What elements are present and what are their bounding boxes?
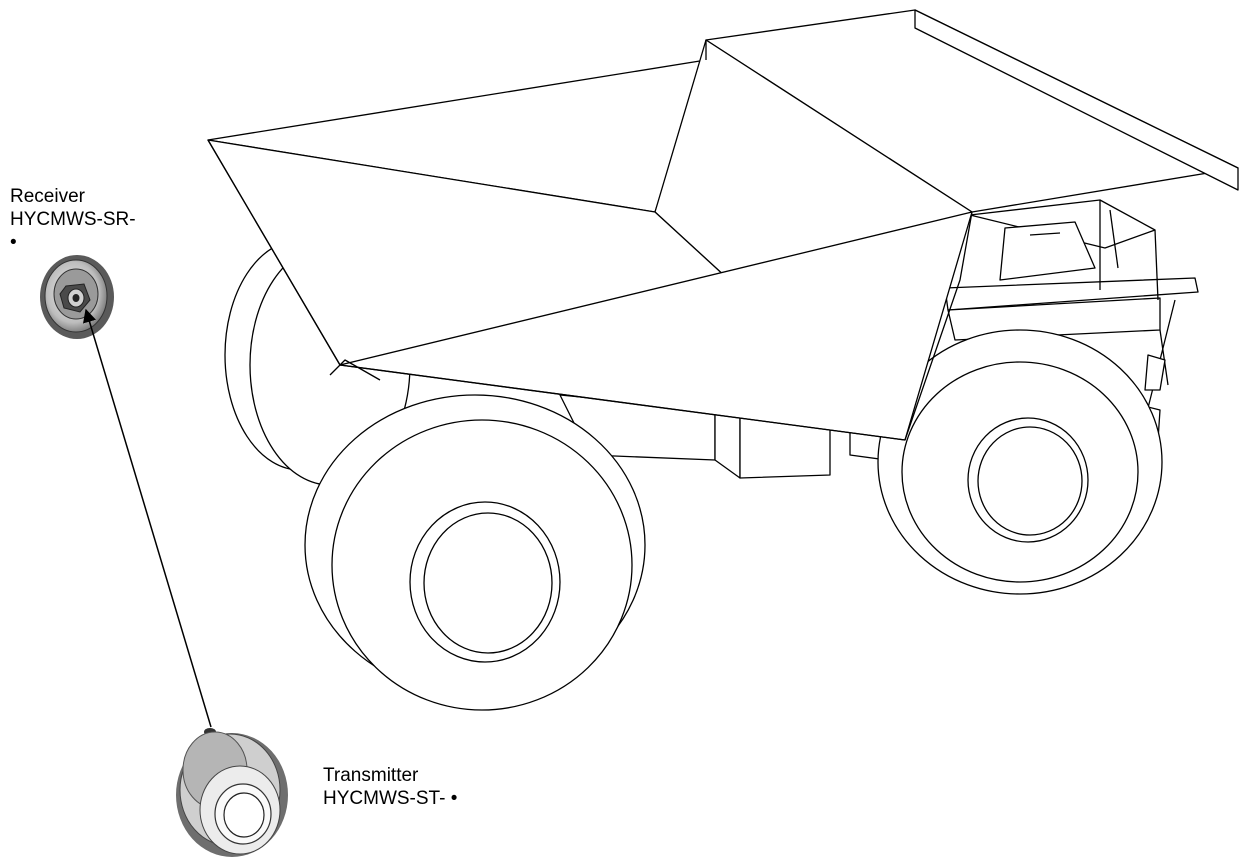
receiver-label: Receiver HYCMWS-SR- • [10,185,136,254]
transmitter-label: Transmitter HYCMWS-ST- • [323,764,457,810]
receiver-title: Receiver [10,186,85,207]
transmitter-bullet: • [450,788,458,809]
receiver-model: HYCMWS-SR- [10,209,136,230]
transmitter-sensor-icon [176,728,288,857]
front-wheel [877,329,1163,595]
receiver-sensor-icon [40,255,114,339]
dump-bed [207,9,1239,441]
signal-arrow-icon [83,308,212,728]
receiver-bullet: • [10,232,17,253]
rear-wheel-near [304,359,646,711]
cab-deck [944,199,1199,441]
transmitter-model: HYCMWS-ST- [323,788,451,809]
transmitter-model-line: HYCMWS-ST- • [323,787,457,810]
transmitter-title: Transmitter [323,765,419,786]
haul-truck-icon [207,9,1239,711]
